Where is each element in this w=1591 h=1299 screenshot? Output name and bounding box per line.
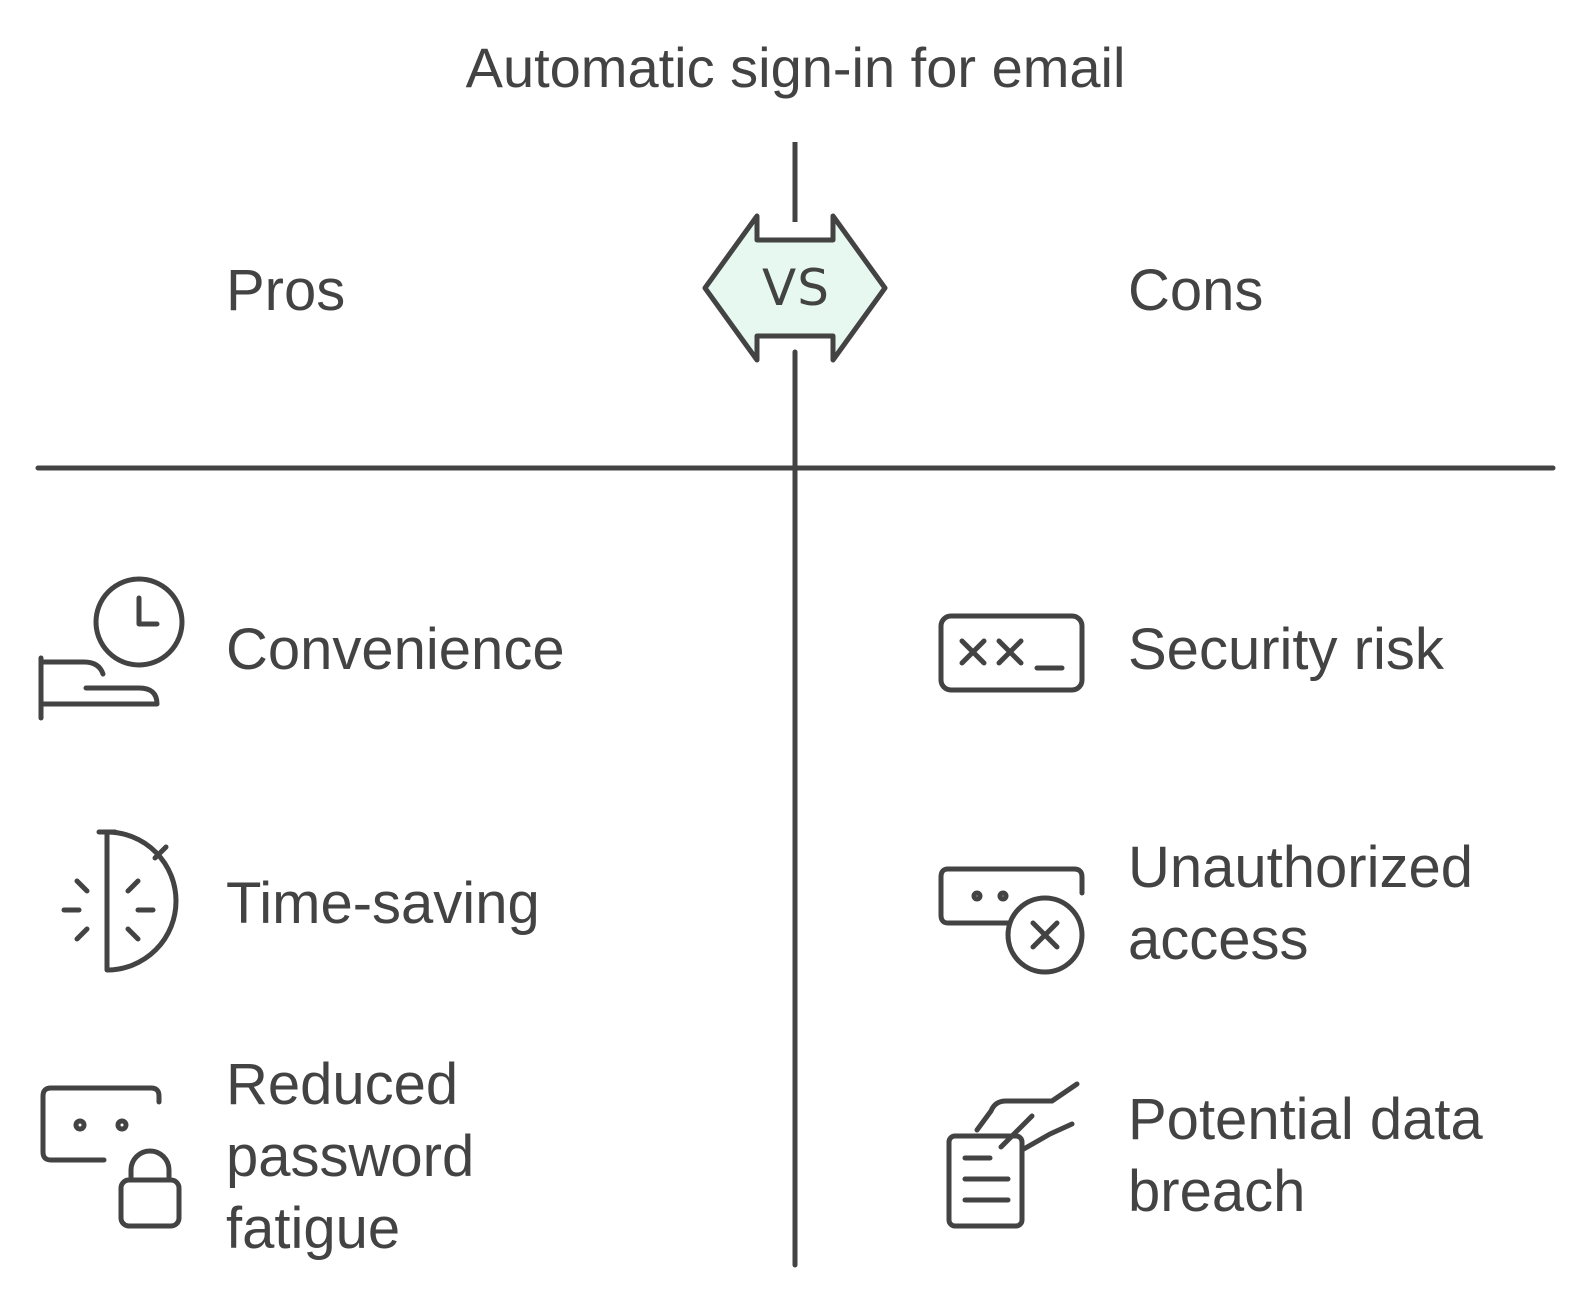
- vs-badge: VS: [702, 213, 888, 363]
- cons-heading: Cons: [1128, 258, 1264, 323]
- diagram-title: Automatic sign-in for email: [465, 36, 1126, 99]
- item-label: Time-saving: [226, 871, 540, 936]
- item-label: Security risk: [1128, 617, 1444, 682]
- pros-heading: Pros: [226, 258, 346, 323]
- item-label: Unauthorized access: [1128, 835, 1473, 972]
- item-label: Potential data breach: [1128, 1087, 1483, 1224]
- vs-label: VS: [762, 259, 830, 317]
- double-arrow-icon: [702, 213, 888, 363]
- item-label: Reduced password fatigue: [226, 1052, 475, 1261]
- item-label: Convenience: [226, 617, 565, 682]
